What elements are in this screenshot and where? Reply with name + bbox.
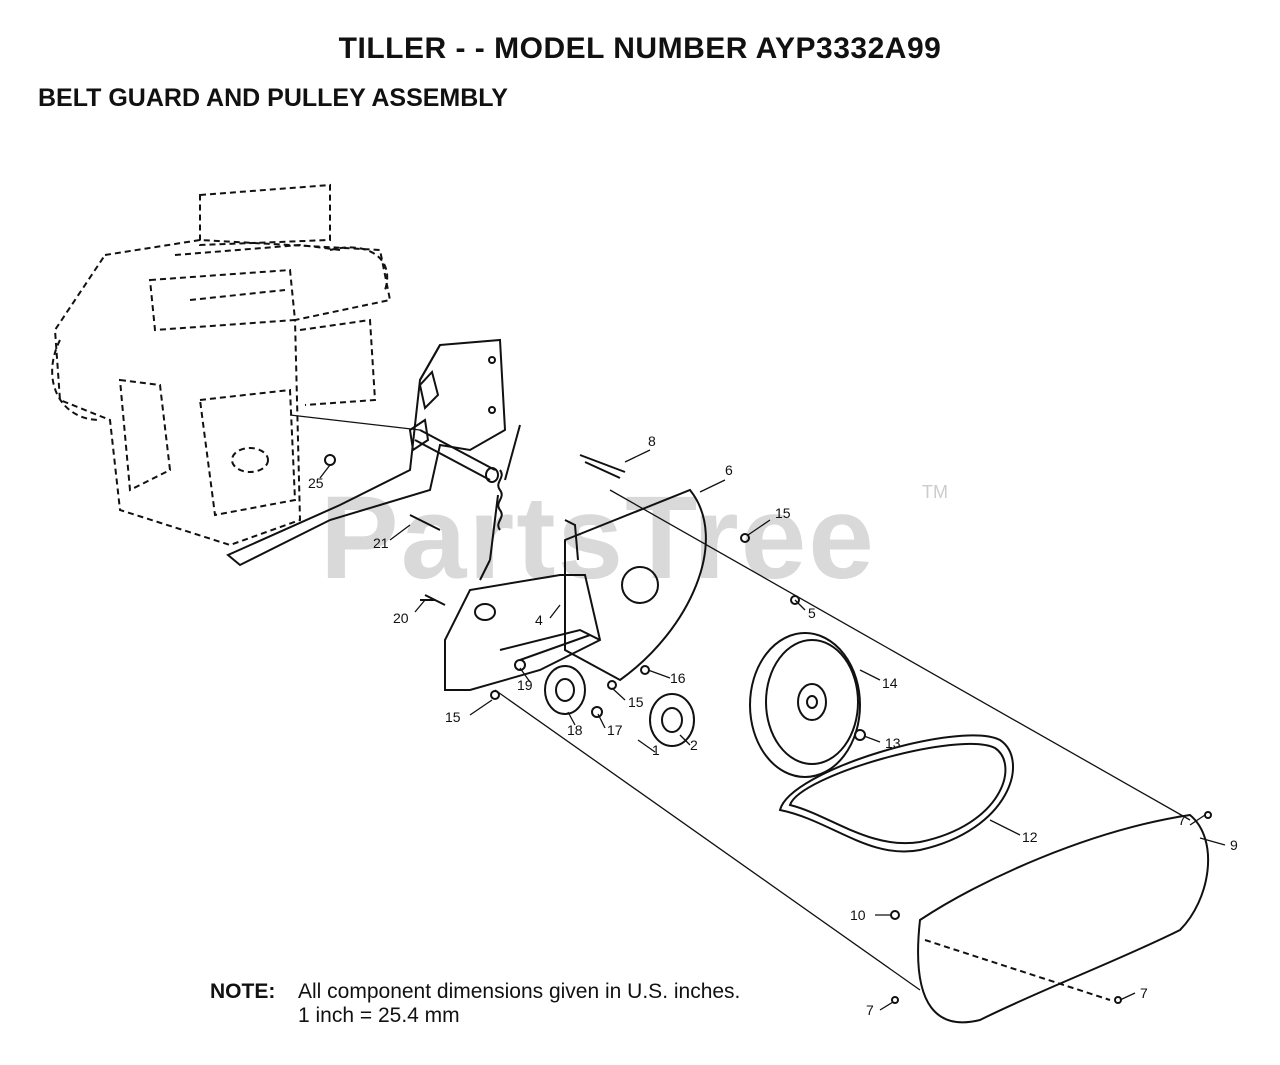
callout-17: 17 <box>607 722 623 738</box>
callout-20: 20 <box>393 610 409 626</box>
note-line-1: All component dimensions given in U.S. i… <box>298 980 741 1003</box>
callout-7b: 7 <box>866 1002 874 1018</box>
belt-cover <box>494 489 1210 1024</box>
idler-plate <box>444 574 602 691</box>
leader-lines <box>319 449 1226 1011</box>
callout-7c: 7 <box>1140 985 1148 1001</box>
spring <box>479 424 521 581</box>
callout-8: 8 <box>648 433 656 449</box>
callout-4: 4 <box>535 612 543 628</box>
callout-13: 13 <box>885 735 901 751</box>
callout-2: 2 <box>690 737 698 753</box>
callout-labels: 1 2 4 5 6 7 7 7 8 9 10 12 13 14 15 15 15… <box>308 433 1238 1018</box>
callout-18: 18 <box>567 722 583 738</box>
dimension-note: NOTE: All component dimensions given in U… <box>210 980 740 1028</box>
idler-pulley <box>544 665 586 715</box>
callout-21: 21 <box>373 535 389 551</box>
callout-1: 1 <box>652 742 660 758</box>
drive-pulley <box>649 693 695 747</box>
watermark-logo: PartsTree <box>320 472 876 604</box>
callout-10: 10 <box>850 907 866 923</box>
callout-15b: 15 <box>628 694 644 710</box>
callout-12: 12 <box>1022 829 1038 845</box>
callout-5: 5 <box>808 605 816 621</box>
mounting-bracket <box>226 338 507 567</box>
note-line-2: 1 inch = 25.4 mm <box>298 1004 460 1027</box>
callout-7a: 7 <box>1178 812 1186 828</box>
callout-25: 25 <box>308 475 324 491</box>
callout-16: 16 <box>670 670 686 686</box>
shaft <box>289 414 499 483</box>
watermark-tm: TM <box>922 482 948 502</box>
note-label: NOTE: <box>210 980 276 1003</box>
diagram-subtitle: BELT GUARD AND PULLEY ASSEMBLY <box>38 84 508 112</box>
callout-19: 19 <box>517 677 533 693</box>
engine-outline <box>51 183 392 547</box>
hardware-bolts <box>324 454 1212 1004</box>
callout-15c: 15 <box>445 709 461 725</box>
large-pulley <box>749 632 861 778</box>
belt-guard <box>564 488 707 682</box>
callout-14: 14 <box>882 675 898 691</box>
callout-15a: 15 <box>775 505 791 521</box>
callout-6: 6 <box>725 462 733 478</box>
callout-9: 9 <box>1230 837 1238 853</box>
v-belt <box>778 734 1014 853</box>
page-title: TILLER - - MODEL NUMBER AYP3332A99 <box>338 32 942 65</box>
